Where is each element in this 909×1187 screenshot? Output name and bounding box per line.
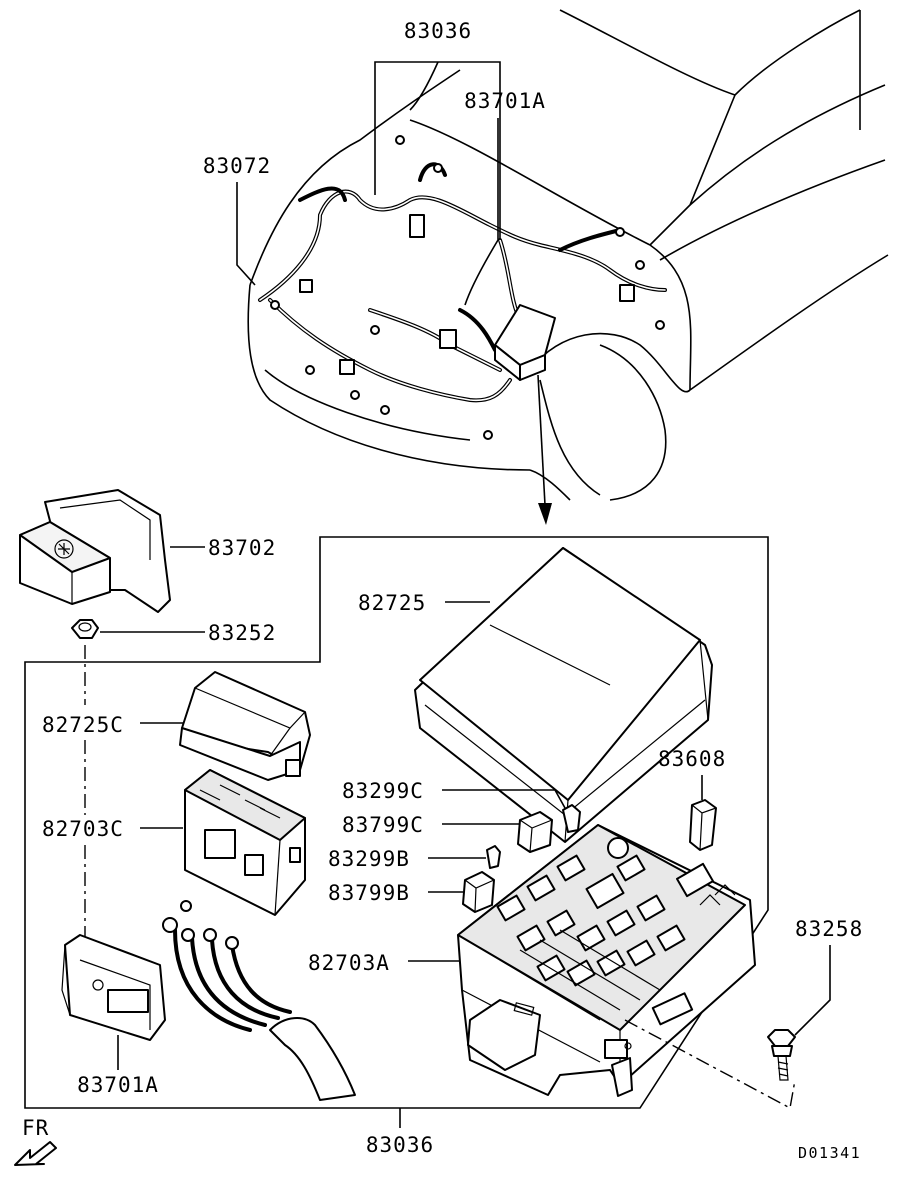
label-83799B: 83799B — [328, 881, 410, 905]
label-83701A-top: 83701A — [464, 89, 546, 113]
label-83799C: 83799C — [342, 813, 424, 837]
relay-box-cells — [496, 837, 736, 1021]
label-83701A-bottom: 83701A — [77, 1073, 159, 1097]
label-83036-top: 83036 — [404, 19, 472, 43]
leader-83258 — [794, 945, 831, 1036]
label-82703A: 82703A — [308, 951, 390, 975]
label-fr: FR — [22, 1116, 49, 1140]
front-direction-arrow: FR — [14, 1116, 57, 1166]
vehicle-body-outline — [247, 9, 889, 501]
nut — [71, 619, 99, 639]
label-83258: 83258 — [795, 917, 863, 941]
relay-83799C — [517, 811, 553, 853]
battery-terminal-cover — [19, 489, 171, 613]
label-83299C: 83299C — [342, 779, 424, 803]
bolt — [767, 1029, 796, 1081]
fuse-83299C — [562, 804, 581, 833]
sub-relay-box-cover — [179, 671, 311, 781]
label-82703C: 82703C — [42, 817, 124, 841]
label-82725C: 82725C — [42, 713, 124, 737]
detail-frame — [24, 536, 769, 1109]
harness-cables — [162, 900, 356, 1101]
main-relay-box — [457, 824, 756, 1097]
leader-83072 — [236, 182, 256, 286]
detail-arrow — [537, 374, 552, 525]
label-83702: 83702 — [208, 536, 276, 560]
sub-relay-box — [184, 769, 306, 916]
relay-83608 — [689, 799, 717, 851]
label-83608: 83608 — [658, 747, 726, 771]
engine-wiring-harness — [258, 135, 667, 440]
label-83036-bottom: 83036 — [366, 1133, 434, 1157]
relay-83799B — [462, 871, 495, 913]
label-83252: 83252 — [208, 621, 276, 645]
relay-box-cover — [414, 547, 713, 843]
drawing-code: D01341 — [798, 1144, 861, 1162]
fusible-link — [61, 934, 166, 1041]
label-82725: 82725 — [358, 591, 426, 615]
label-83072: 83072 — [203, 154, 271, 178]
label-83299B: 83299B — [328, 847, 410, 871]
fuse-83299B — [486, 845, 501, 869]
